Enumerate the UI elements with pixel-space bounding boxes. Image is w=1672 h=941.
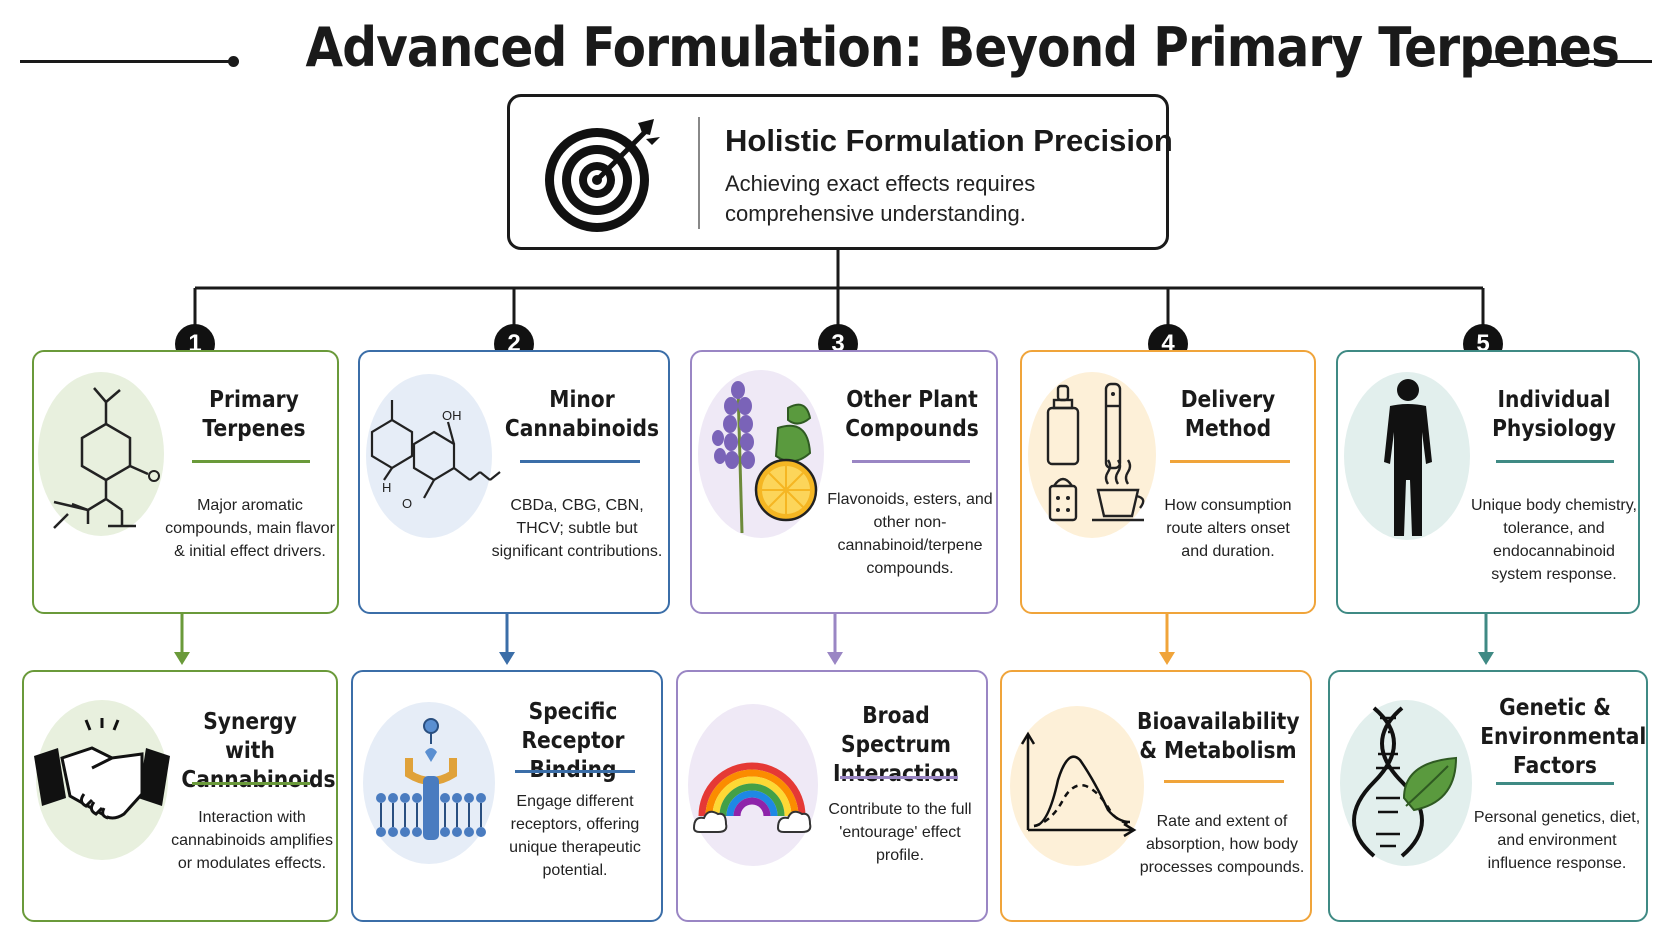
molecule-icon [53,387,160,529]
title-row: Advanced Formulation: Beyond Primary Ter… [0,8,1672,98]
receptor-icon [376,718,486,840]
card-rule [515,770,635,773]
lavender-citrus-icon [712,381,818,534]
hero-title: Holistic Formulation Precision [725,123,1173,158]
card-title: Other Plant Compounds [845,387,979,442]
hero-card: Holistic Formulation Precision Achieving… [507,94,1173,250]
card-title: Synergy with Cannabinoids [181,709,336,793]
icon-backdrop [38,372,164,536]
card-description: CBDa, CBG, CBN, THCV; subtle but signifi… [491,497,663,560]
card-rule [840,776,958,779]
card-minor-cannabinoids: OH H O Minor Cannabinoids CBDa, CBG, CBN… [358,350,670,614]
cannabinoid-molecule-icon: OH H O [370,400,501,511]
card-rule [852,460,970,463]
curve-graph-icon [1020,731,1137,838]
icon-backdrop [366,374,492,538]
card-rule [1496,782,1614,785]
card-description: How consumption route alters onset and d… [1164,497,1292,560]
rainbow-icon [692,762,812,833]
card-rule [520,460,640,463]
card-description: Rate and extent of absorption, how body … [1139,813,1305,876]
svg-text:O: O [402,496,412,511]
card-description: Contribute to the full 'entourage' effec… [828,801,972,864]
card-description: Interaction with cannabinoids amplifies … [171,809,333,872]
title-rule-right [1468,60,1652,63]
card-primary-terpenes: Primary Terpenes Major aromatic compound… [32,350,339,614]
title-rule-left [20,60,232,63]
handshake-icon [34,718,170,820]
hero-description: Achieving exact effects requires compreh… [725,171,1036,226]
card-title: Specific Receptor Binding [521,699,625,783]
human-silhouette-icon [1384,379,1432,536]
card-description: Flavonoids, esters, and other non-cannab… [827,491,993,577]
card-title: Individual Physiology [1492,387,1616,442]
svg-text:OH: OH [442,408,462,423]
card-delivery-method: Delivery Method How consumption route al… [1020,350,1316,614]
card-specific-receptor-binding: Specific Receptor Binding Engage differe… [351,670,663,922]
card-rule [192,460,310,463]
card-title: Genetic & Environmental Factors [1480,695,1647,779]
card-bioavailability-metabolism: Bioavailability & Metabolism Rate and ex… [1000,670,1312,922]
card-description: Personal genetics, diet, and environment… [1473,809,1641,872]
card-rule [1170,460,1290,463]
card-title: Minor Cannabinoids [504,387,660,442]
hero-separator [698,117,700,229]
card-description: Major aromatic compounds, main flavor & … [165,497,335,560]
card-rule [192,782,310,785]
page-title: Advanced Formulation: Beyond Primary Ter… [305,16,1620,79]
target-icon [545,119,660,232]
dna-leaf-icon [1352,706,1458,858]
card-rule [1164,780,1284,783]
card-genetic-environmental-factors: Genetic & Environmental Factors Personal… [1328,670,1648,922]
card-individual-physiology: Individual Physiology Unique body chemis… [1336,350,1640,614]
card-broad-spectrum-interaction: Broad Spectrum Interaction Contribute to… [676,670,988,922]
card-title: Primary Terpenes [202,387,306,442]
card-description: Unique body chemistry, tolerance, and en… [1471,497,1637,583]
title-dot-left [228,56,239,67]
card-rule [1496,460,1614,463]
card-title: Broad Spectrum Interaction [833,703,959,787]
delivery-icons [1046,382,1145,522]
card-other-plant-compounds: Other Plant Compounds Flavonoids, esters… [690,350,998,614]
card-synergy-with-cannabinoids: Synergy with Cannabinoids Interaction wi… [22,670,338,922]
svg-text:H: H [382,480,391,495]
card-title: Delivery Method [1180,387,1276,442]
card-title: Bioavailability & Metabolism [1137,709,1300,764]
card-description: Engage different receptors, offering uni… [509,793,641,879]
